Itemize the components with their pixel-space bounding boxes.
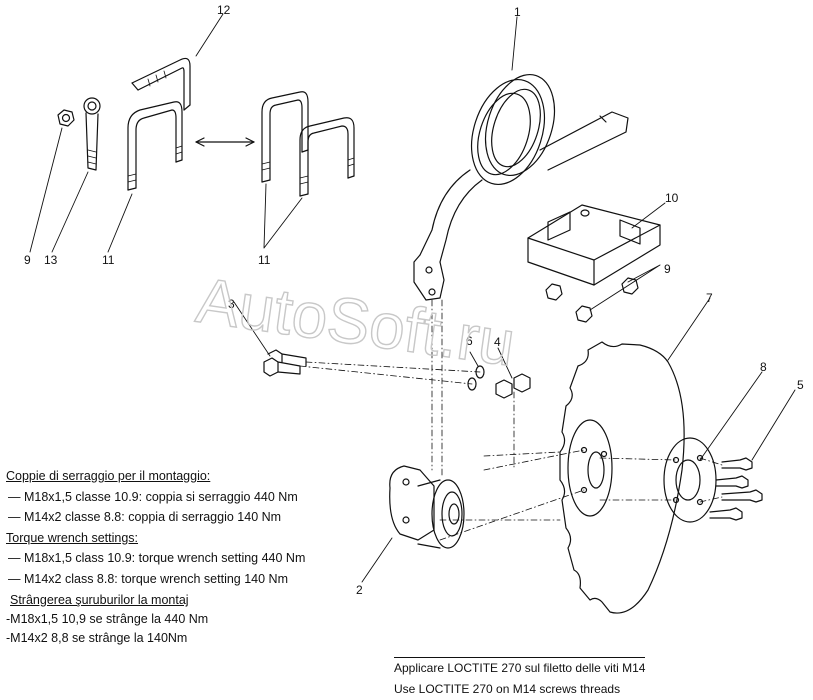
- u-bolt-part-12: [131, 57, 191, 111]
- hub-part-2: [389, 465, 465, 549]
- callout-12: 12: [217, 3, 231, 17]
- flange-part-8: [663, 437, 717, 523]
- callout-8: 8: [760, 360, 767, 374]
- torque-it-m14: — M14x2 classe 8.8: coppia di serraggio …: [8, 510, 282, 524]
- disc-part-7: [559, 341, 685, 614]
- torque-notes: Coppie di serraggio per il montaggio: — …: [6, 466, 306, 648]
- loctite-note: Applicare LOCTITE 270 sul filetto delle …: [394, 657, 646, 700]
- callout-4: 4: [494, 335, 501, 349]
- u-bolt-part-11-left: [127, 101, 183, 191]
- torque-en-m18: — M18x1,5 class 10.9: torque wrench sett…: [8, 551, 306, 565]
- callout-10: 10: [665, 191, 679, 205]
- assembly-lines: [299, 299, 723, 541]
- callout-9-left: 9: [24, 253, 31, 267]
- double-arrow-icon: [195, 137, 255, 147]
- callout-2: 2: [356, 583, 363, 597]
- leader-lines: [29, 13, 796, 583]
- torque-header-ro: Strângerea şuruburilor la montaj: [10, 593, 189, 607]
- callout-13: 13: [44, 253, 58, 267]
- torque-ro-m18: -M18x1,5 10,9 se strânge la 440 Nm: [6, 612, 209, 626]
- callout-3: 3: [228, 297, 235, 311]
- bolts-part-3: [263, 349, 307, 377]
- callout-11-right: 11: [258, 253, 271, 267]
- callout-5: 5: [797, 378, 804, 392]
- callout-9-right: 9: [664, 262, 671, 276]
- nut-part-9-left: [57, 109, 75, 127]
- callout-7: 7: [706, 291, 713, 305]
- torque-en-m14: — M14x2 class 8.8: torque wrench setting…: [8, 571, 288, 586]
- torque-header-it: Coppie di serraggio per il montaggio:: [6, 469, 211, 483]
- callout-6: 6: [466, 334, 473, 348]
- callout-labels: 1 2 3 4 5 6 7 8 9 9 10 11 11 12 13: [24, 3, 804, 597]
- spring-tine-part-1: [413, 73, 629, 301]
- callout-1: 1: [514, 5, 521, 19]
- torque-it-m18: — M18x1,5 classe 10.9: coppia si serragg…: [8, 489, 298, 504]
- eye-bolt-part-13: [83, 97, 101, 171]
- torque-header-en: Torque wrench settings:: [6, 530, 139, 545]
- u-bolt-pair-part-11-right: [261, 91, 355, 197]
- loctite-note-it: Applicare LOCTITE 270 sul filetto delle …: [394, 657, 646, 679]
- loctite-note-en: Use LOCTITE 270 on M14 screws threads: [394, 682, 621, 696]
- nuts-part-9-right: [545, 277, 639, 323]
- torque-ro-m14: -M14x2 8,8 se strânge la 140Nm: [6, 631, 188, 645]
- watermark-text: AutoSoft.ru: [192, 264, 519, 380]
- bracket-part-10: [527, 204, 661, 286]
- callout-11-left: 11: [102, 253, 115, 267]
- screws-part-5: [709, 457, 763, 521]
